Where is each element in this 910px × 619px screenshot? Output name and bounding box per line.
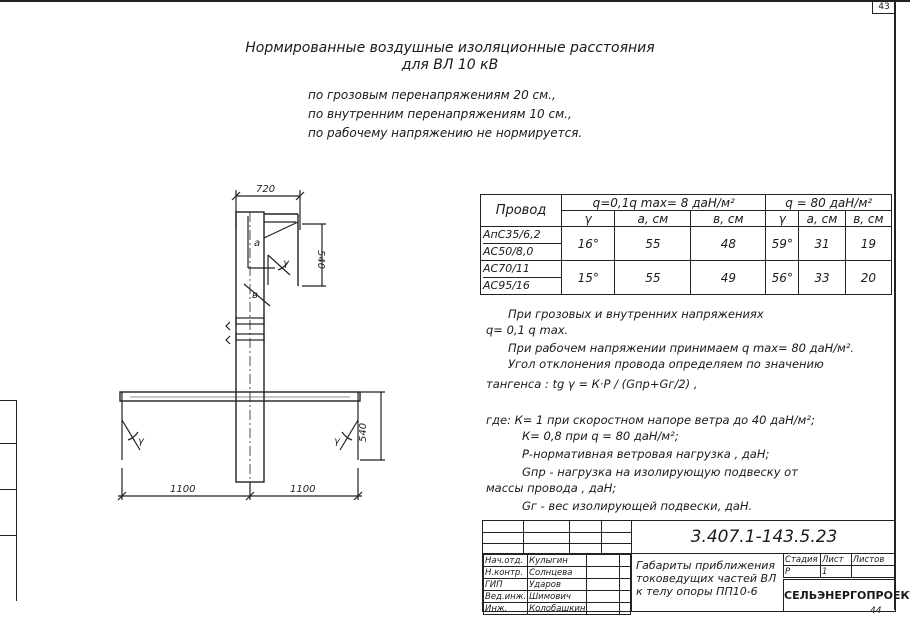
role: Инж. [482, 602, 529, 615]
title-line-1: Нормированные воздушные изоляционные рас… [245, 40, 655, 56]
role: Н.контр. [482, 566, 529, 579]
cell-b-2: 19 [844, 226, 893, 261]
dim-540-right: 540 [358, 423, 369, 442]
page-title: Нормированные воздушные изоляционные рас… [150, 40, 750, 74]
text-line: массы провода , даН; [486, 481, 617, 495]
document-title: Габариты приближения токоведущих частей … [631, 553, 783, 611]
dim-b: в [252, 290, 258, 301]
table-row: АпС35/6,2 АС50/8,0 16° 55 48 59° 31 19 [480, 226, 893, 261]
cell-a-2: 33 [798, 260, 846, 295]
doc-title-line: токоведущих частей ВЛ [636, 572, 777, 585]
text-line: q= 0,1 q max. [486, 323, 569, 337]
person-name: Ударов [527, 578, 588, 591]
text-line: Угол отклонения провода определяем по зн… [508, 357, 824, 371]
text-line: Р-нормативная ветровая нагрузка , даН; [522, 447, 770, 461]
cell-gamma-1: 15° [560, 260, 616, 295]
dim-540-top: 540 [315, 250, 326, 269]
stage-value: Р [783, 565, 821, 578]
table-row: АС70/11 АС95/16 15° 55 49 56° 33 20 [480, 260, 893, 295]
person-name: Кулыгин [527, 554, 588, 567]
col-b-2: в, см [844, 210, 893, 227]
note-line-1: по грозовым перенапряжениям 20 см., [308, 88, 556, 102]
dim-a: а [254, 238, 260, 249]
doc-title-line: Габариты приближения [636, 559, 776, 572]
frame-top-border [0, 0, 910, 2]
frame-right-border [894, 0, 896, 610]
text-line: Gг - вес изолирующей подвески, даН. [522, 499, 753, 513]
dim-720: 720 [256, 184, 275, 195]
dim-1100-right: 1100 [290, 484, 315, 495]
dim-gamma-top: γ [283, 258, 290, 269]
doc-title-line: к телу опоры ПП10-6 [636, 585, 758, 598]
col-gamma-1: γ [560, 210, 616, 227]
wire-name: АпС35/6,2 [483, 228, 541, 241]
title-line-2: для ВЛ 10 кВ [401, 57, 499, 73]
cell-gamma-2: 56° [765, 260, 800, 295]
formula-line: тангенса : tg γ = К·Р / (Gпр+Gг/2) , [486, 377, 698, 391]
group-header-2: q = 80 даН/м² [765, 194, 892, 211]
cell-a-1: 55 [614, 226, 692, 261]
note-line-3: по рабочему напряжению не нормируется. [308, 126, 583, 140]
note-line-2: по внутренним перенапряжениям 10 см., [308, 107, 572, 121]
role: Вед.инж. [482, 590, 529, 603]
text-line: Gпр - нагрузка на изолирующую подвеску о… [522, 465, 798, 479]
person-name: Солнцева [527, 566, 588, 579]
dim-gamma-right: γ [334, 436, 341, 447]
text-line: При грозовых и внутренних напряжениях [508, 307, 764, 321]
col-gamma-2: γ [765, 210, 800, 227]
text-line: При рабочем напряжении принимаем q max= … [508, 341, 855, 355]
sheet-value: 1 [820, 565, 852, 578]
person-name: Шимович [527, 590, 588, 603]
wire-name: АС70/11 [483, 262, 530, 275]
title-block: 3.407.1-143.5.23 Нач.отд.Кулыгин Н.контр… [482, 520, 910, 615]
role: Нач.отд. [482, 554, 529, 567]
organization: СЕЛЬЭНЕРГОПРОЕКТ [783, 579, 910, 612]
cell-gamma-2: 59° [765, 226, 800, 261]
sheet-number: 43 [872, 0, 896, 14]
clearance-table: Провод q=0,1q max= 8 даН/м² q = 80 даН/м… [480, 194, 893, 295]
col-a-1: а, см [614, 210, 692, 227]
cell-a-1: 55 [614, 260, 692, 295]
group-header-1: q=0,1q max= 8 даН/м² [560, 194, 767, 211]
cell-b-1: 48 [690, 226, 767, 261]
crossarm-drawing: 720 а в γ γ γ 540 540 1100 1100 [117, 184, 385, 501]
text-line: где: К= 1 при скоростном напоре ветра до… [486, 413, 815, 427]
wire-name: АС50/8,0 [483, 243, 561, 260]
sheet-label: Лист [820, 553, 852, 566]
wire-name: АС95/16 [483, 277, 561, 294]
binding-margin [0, 400, 17, 601]
stage-label: Стадия [783, 553, 821, 566]
person-name: Колобашкин [527, 602, 588, 615]
col-a-2: а, см [798, 210, 846, 227]
cell-gamma-1: 16° [560, 226, 616, 261]
text-line: К= 0,8 при q = 80 даН/м²; [522, 429, 679, 443]
dim-gamma-left: γ [138, 436, 145, 447]
sheets-label: Листов [850, 553, 896, 566]
cell-b-2: 20 [844, 260, 893, 295]
document-code: 3.407.1-143.5.23 [631, 521, 896, 553]
col-b-1: в, см [690, 210, 767, 227]
dim-1100-left: 1100 [170, 484, 195, 495]
col-provod: Провод [480, 194, 562, 227]
cell-b-1: 49 [690, 260, 767, 295]
role: ГИП [482, 578, 529, 591]
cell-a-2: 31 [798, 226, 846, 261]
